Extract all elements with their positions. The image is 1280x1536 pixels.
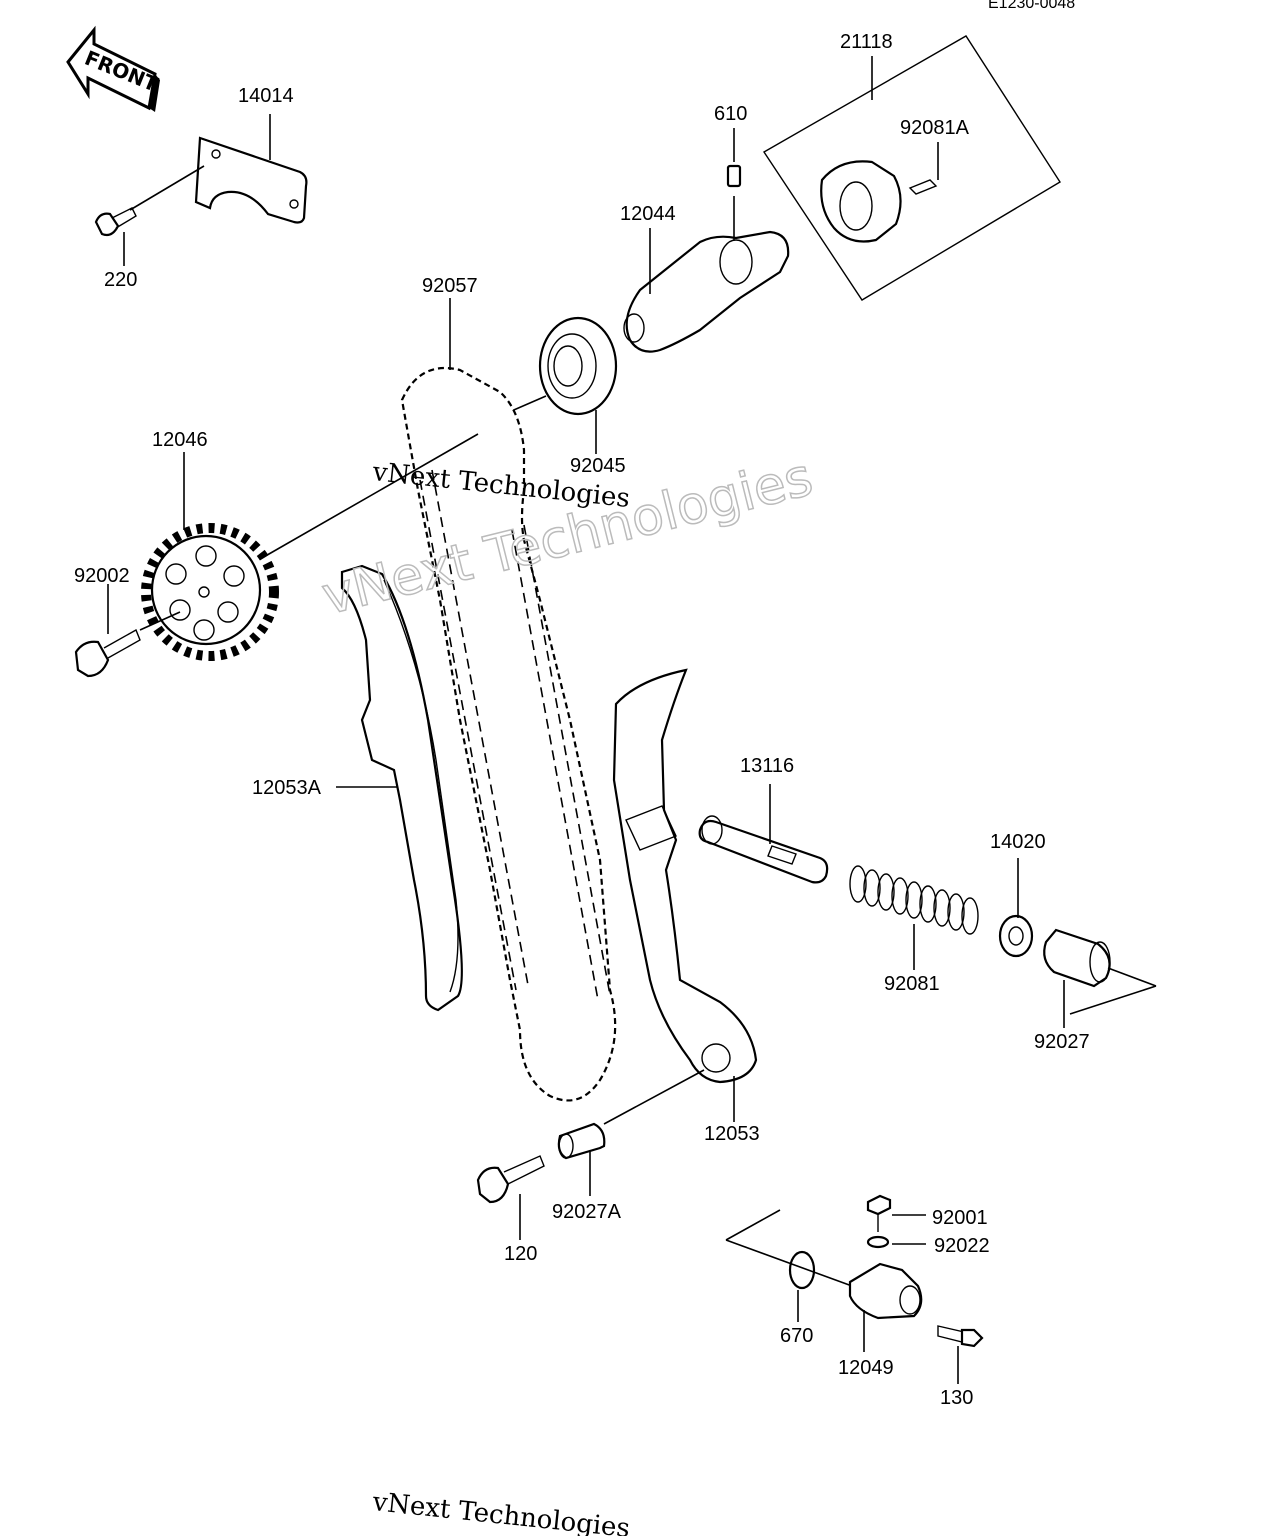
label-14020: 14020 <box>990 831 1046 853</box>
label-92045: 92045 <box>570 455 626 477</box>
o-ring-670 <box>788 1250 816 1290</box>
chain-92057 <box>400 366 617 1102</box>
label-12046: 12046 <box>152 429 208 451</box>
collar-92027A <box>557 1122 606 1160</box>
retainer-14020 <box>998 914 1034 958</box>
label-610: 610 <box>714 103 747 125</box>
sprocket-12046 <box>141 523 279 661</box>
label-92081: 92081 <box>884 973 940 995</box>
label-120: 120 <box>504 1243 537 1265</box>
label-670: 670 <box>780 1325 813 1347</box>
label-92027A: 92027A <box>552 1201 622 1223</box>
label-12053: 12053 <box>704 1123 760 1145</box>
label-130: 130 <box>940 1387 973 1409</box>
label-13116: 13116 <box>740 755 794 777</box>
label-92057: 92057 <box>422 275 478 297</box>
bearing-92045 <box>538 316 618 416</box>
collar-92027 <box>1043 928 1111 988</box>
bolt-92002 <box>74 628 141 678</box>
label-14014: 14014 <box>238 85 294 107</box>
guide-12053 <box>612 668 758 1084</box>
bracket-14014 <box>194 136 308 224</box>
tensioner-12049 <box>848 1262 923 1320</box>
label-92022: 92022 <box>934 1235 990 1257</box>
bolt-120 <box>476 1155 545 1204</box>
washer-92022 <box>866 1235 890 1249</box>
bolt-130 <box>937 1325 984 1348</box>
watermark-text-bottom: vNext Technologies <box>370 1487 631 1536</box>
guide-12053A <box>340 564 463 1012</box>
label-12044: 12044 <box>620 203 676 225</box>
pin-610 <box>726 164 742 188</box>
label-92002: 92002 <box>74 565 130 587</box>
bolt-92001 <box>866 1194 892 1232</box>
label-12053A: 12053A <box>252 777 322 799</box>
box-21118 <box>763 35 1061 301</box>
front-arrow-icon: FRONT <box>66 25 162 112</box>
diagram-code: E1230-0048 <box>988 0 1075 12</box>
screw-220 <box>94 207 137 237</box>
camshaft-12044 <box>623 230 790 353</box>
label-12049: 12049 <box>838 1357 894 1379</box>
shaft-13116 <box>698 815 829 884</box>
label-92081A: 92081A <box>900 117 970 139</box>
label-92001: 92001 <box>932 1207 988 1229</box>
label-21118: 21118 <box>840 31 893 53</box>
label-92027: 92027 <box>1034 1031 1090 1053</box>
label-220: 220 <box>104 269 137 291</box>
spring-92081 <box>849 865 979 935</box>
